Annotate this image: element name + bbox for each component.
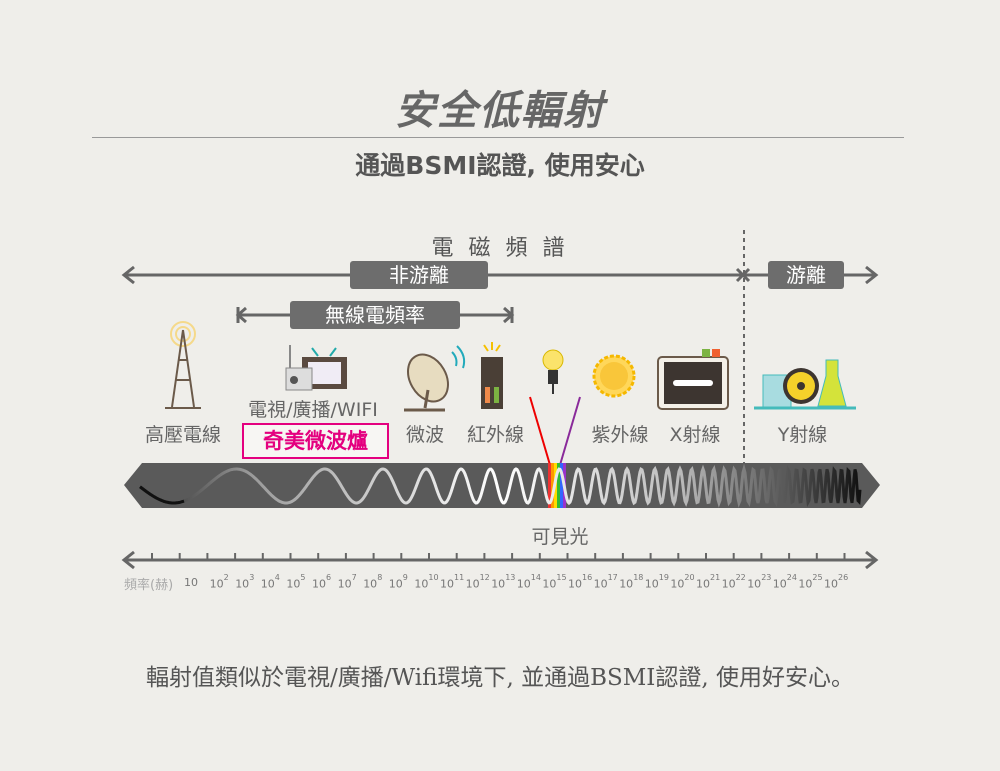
divider <box>92 137 904 138</box>
label-power-line: 高壓電線 <box>144 424 221 446</box>
frequency-tick-label: 104 <box>260 573 280 591</box>
frequency-tick-label: 103 <box>235 573 255 591</box>
frequency-tick-label: 1018 <box>619 573 644 591</box>
xray-bone-icon <box>657 349 729 410</box>
frequency-tick-label: 1017 <box>593 573 618 591</box>
frequency-tick-label: 10 <box>184 576 198 589</box>
sun-icon <box>592 354 636 398</box>
frequency-tick-label: 1019 <box>644 573 669 591</box>
frequency-tick-label: 107 <box>337 573 357 591</box>
frequency-label: 頻率(赫) <box>124 578 174 593</box>
radiation-flask-icon <box>754 359 856 410</box>
chimei-microwave-highlight: 奇美微波爐 <box>242 423 389 459</box>
frequency-tick-label: 105 <box>286 573 306 591</box>
heater-icon <box>481 342 503 409</box>
spectrum-title: 電 磁 頻 譜 <box>431 236 569 261</box>
frequency-tick-label: 1022 <box>721 573 746 591</box>
frequency-tick-label: 1025 <box>798 573 823 591</box>
visible-violet-line <box>559 396 581 466</box>
label-ultraviolet: 紫外線 <box>591 424 649 446</box>
frequency-tick-label: 1016 <box>568 573 593 591</box>
frequency-tick-label: 1020 <box>670 573 695 591</box>
em-wave <box>139 463 862 508</box>
frequency-tick-label: 108 <box>363 573 383 591</box>
frequency-tick-label: 106 <box>312 573 332 591</box>
tv-radio-icon <box>285 345 347 391</box>
transmission-tower-icon <box>165 321 201 409</box>
frequency-tick-label: 1012 <box>465 573 490 591</box>
label-infrared: 紅外線 <box>466 424 524 446</box>
satellite-dish-icon <box>404 345 466 412</box>
frequency-tick-label: 102 <box>209 573 229 591</box>
frequency-tick-label: 1024 <box>772 573 797 591</box>
label-gamma: Y射線 <box>777 424 828 446</box>
non-ionizing-label: 非游離 <box>350 261 488 289</box>
frequency-tick-label: 1013 <box>491 573 516 591</box>
frequency-tick-label: 1011 <box>440 573 465 591</box>
footer-text: 輻射值類似於電視/廣播/Wifi環境下, 並通過BSMI認證, 使用好安心。 <box>146 665 854 691</box>
label-xray: X射線 <box>669 424 721 446</box>
ionizing-label: 游離 <box>768 261 844 289</box>
em-wave-dark <box>139 485 185 505</box>
visible-light-label: 可見光 <box>531 526 589 548</box>
light-bulb-icon <box>542 349 564 394</box>
frequency-tick-label: 1026 <box>824 573 849 591</box>
frequency-tick-label: 1021 <box>696 573 721 591</box>
wireless-frequency-label: 無線電頻率 <box>290 301 460 329</box>
page-title: 安全低輻射 <box>395 88 605 134</box>
label-microwave: 微波 <box>405 424 444 446</box>
frequency-tick-label: 1014 <box>516 573 541 591</box>
boundary-x <box>735 267 751 283</box>
frequency-tick-label: 1010 <box>414 573 439 591</box>
subtitle: 通過BSMI認證, 使用安心 <box>355 151 645 180</box>
frequency-tick-label: 109 <box>388 573 408 591</box>
frequency-tick-label: 1023 <box>747 573 772 591</box>
visible-red-line <box>529 396 551 466</box>
frequency-tick-label: 1015 <box>542 573 567 591</box>
label-tv-radio-wifi: 電視/廣播/WIFI <box>248 399 378 421</box>
